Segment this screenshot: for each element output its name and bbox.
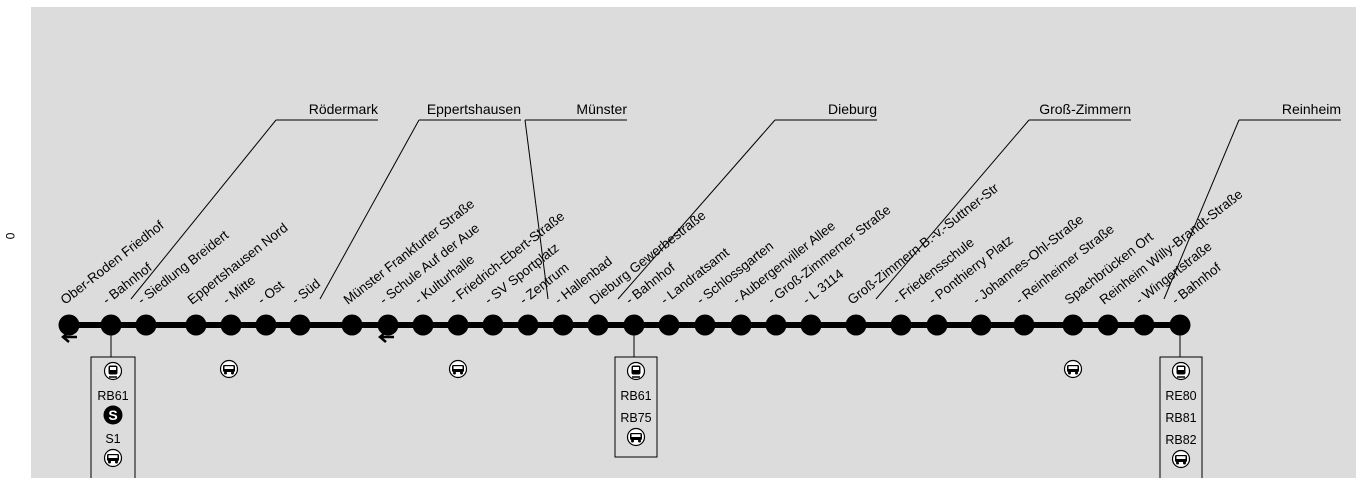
stop-dot[interactable] xyxy=(765,314,787,336)
s-bahn-icon: S xyxy=(103,405,123,425)
line-label: RB75 xyxy=(620,411,651,425)
route-diagram: Rödermark Eppertshausen Münster Dieburg Groß… xyxy=(58,101,1341,478)
train-icon xyxy=(626,361,646,381)
stop-dot[interactable] xyxy=(255,314,277,336)
line-label: RE80 xyxy=(1165,389,1196,403)
stop-dot[interactable] xyxy=(341,314,363,336)
town-leader-line xyxy=(617,119,776,300)
stop-dot[interactable] xyxy=(552,314,574,336)
stop-label: - Ost xyxy=(255,278,287,308)
stop-dot[interactable] xyxy=(412,314,434,336)
stop-dot[interactable] xyxy=(58,314,80,336)
bus-icon xyxy=(219,359,239,379)
bus-icon xyxy=(1171,449,1191,469)
town-label: Rödermark xyxy=(309,101,379,117)
stop-dot[interactable] xyxy=(1133,314,1155,336)
line-label: RB82 xyxy=(1165,433,1196,447)
stop-dot[interactable] xyxy=(658,314,680,336)
town-leader-line xyxy=(130,119,277,300)
stop-dot[interactable] xyxy=(135,314,157,336)
stop-dot[interactable] xyxy=(970,314,992,336)
stop-dot[interactable] xyxy=(890,314,912,336)
stop-dot[interactable] xyxy=(289,314,311,336)
bus-icon xyxy=(103,448,123,468)
stop-dot[interactable] xyxy=(517,314,539,336)
line-label: RB81 xyxy=(1165,411,1196,425)
train-icon xyxy=(103,361,123,381)
stop-label: Reinheim Willy-Brandt-Straße xyxy=(1097,187,1246,308)
town-leader-line xyxy=(319,119,420,300)
stop-dot[interactable] xyxy=(845,314,867,336)
stop-dot[interactable] xyxy=(447,314,469,336)
town-label: Eppertshausen xyxy=(427,101,521,117)
bus-icon xyxy=(1063,359,1083,379)
town-leader-line xyxy=(875,119,1030,300)
stop-label: - Süd xyxy=(289,276,323,308)
town-label: Dieburg xyxy=(828,101,877,117)
stop-dot[interactable] xyxy=(587,314,609,336)
stop-dot[interactable] xyxy=(1013,314,1035,336)
route-map-panel: Rödermark Eppertshausen Münster Dieburg Groß… xyxy=(31,7,1356,478)
stop-dot[interactable] xyxy=(1062,314,1084,336)
bus-icon xyxy=(448,359,468,379)
stop-dot[interactable] xyxy=(1097,314,1119,336)
stop-dot[interactable] xyxy=(926,314,948,336)
town-leader-line xyxy=(524,119,549,300)
stop-dot[interactable] xyxy=(730,314,752,336)
town-label: Reinheim xyxy=(1282,101,1341,117)
stop-dot[interactable] xyxy=(377,314,399,336)
line-label: S1 xyxy=(105,432,120,446)
town-label: Groß-Zimmern xyxy=(1039,101,1131,117)
side-label: 0 xyxy=(3,232,17,240)
stop-dot[interactable] xyxy=(185,314,207,336)
stop-dot[interactable] xyxy=(482,314,504,336)
line-label: RB61 xyxy=(97,389,128,403)
bus-icon xyxy=(626,427,646,447)
stop-dot[interactable] xyxy=(220,314,242,336)
svg-text:S: S xyxy=(108,407,117,423)
town-leader-line xyxy=(1163,119,1240,300)
train-icon xyxy=(1171,361,1191,381)
line-label: RB61 xyxy=(620,389,651,403)
stop-dot[interactable] xyxy=(800,314,822,336)
stop-dot[interactable] xyxy=(694,314,716,336)
town-label: Münster xyxy=(576,101,627,117)
